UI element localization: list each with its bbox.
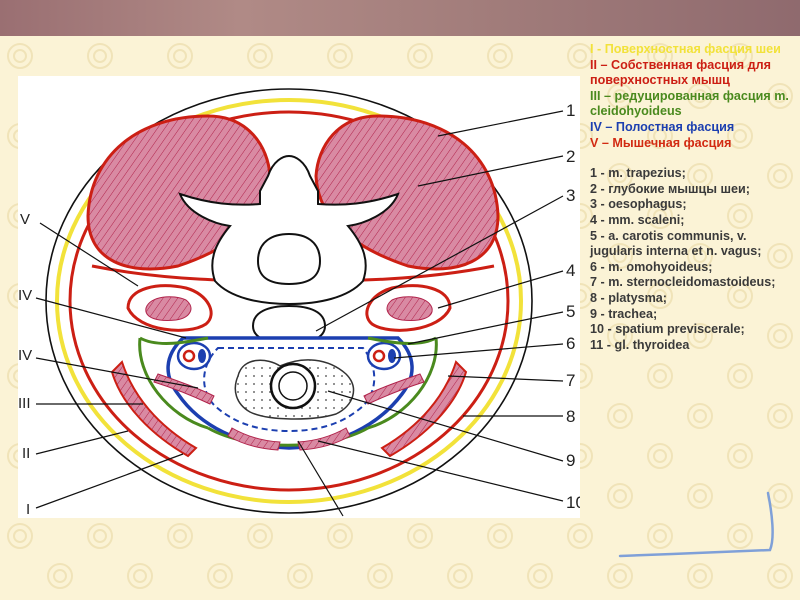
label-II: II (22, 445, 30, 462)
label-IV-lower: IV (18, 347, 32, 364)
legend-item-8: 8 - platysma; (590, 290, 667, 305)
labels-left: V IV IV III II I (18, 211, 32, 518)
legend-item-6: 6 - m. omohyoideus; (590, 259, 713, 274)
vertebral-canal (256, 232, 322, 286)
label-3: 3 (566, 186, 575, 205)
legend-item-3: 3 - oesophagus; (590, 197, 687, 212)
legend-item-2: 2 - глубокие мышцы шеи; (590, 181, 750, 196)
sternocleidomastoid-right (380, 360, 468, 458)
leader-lines-left (35, 222, 344, 517)
omohyoid-muscle-left (153, 373, 215, 405)
legend-fascia-2: II – Собственная фасция для поверхностны… (590, 57, 771, 88)
label-V: V (20, 211, 30, 228)
label-1: 1 (566, 101, 575, 120)
legend-fascia-5: V – Мышечная фасция (590, 135, 732, 150)
label-6: 6 (566, 334, 575, 353)
sternocleidomastoid-left (110, 360, 198, 458)
legend-fascia-4: IV – Полостная фасция (590, 119, 735, 134)
label-III: III (18, 395, 31, 412)
label-IV-upper: IV (18, 287, 32, 304)
scalene-inner-right (386, 296, 433, 321)
legend-item-10: 10 - spatium previscerale; (590, 322, 745, 337)
label-7: 7 (566, 371, 575, 390)
labels-right: 1 2 3 4 5 6 7 8 9 10 (566, 101, 585, 512)
legend-fascia-3: III – редуцированная фасция m. cleidohyo… (590, 88, 789, 119)
legend-item-1: 1 - m. trapezius; (590, 166, 686, 181)
label-9: 9 (566, 451, 575, 470)
legend-item-4: 4 - mm. scaleni; (590, 212, 685, 227)
label-2: 2 (566, 147, 575, 166)
legend-item-5: 5 - a. carotis communis, v. jugularis in… (590, 228, 762, 259)
label-5: 5 (566, 302, 575, 321)
proper-fascia-ring (68, 110, 510, 492)
reduced-fascia (138, 336, 438, 447)
omohyoid-muscle-right (363, 373, 425, 405)
top-decorative-band (0, 0, 800, 36)
legend: I - Поверхностная фасция шеи II – Собств… (590, 42, 795, 353)
infrahyoid-muscle-right (297, 427, 351, 451)
trapezius-muscle-right (314, 114, 500, 271)
vertebra (178, 154, 400, 306)
superficial-fascia-ring (55, 98, 523, 504)
trachea-lumen (278, 371, 308, 401)
leader-lines-right (315, 110, 564, 502)
label-10: 10 (566, 493, 580, 512)
legend-item-9: 9 - trachea; (590, 306, 658, 321)
decorative-pen-stroke (618, 491, 774, 558)
label-8: 8 (566, 407, 575, 426)
jugular-vein-right (388, 349, 396, 363)
infrahyoid-muscle-left (227, 427, 281, 451)
legend-item-7: 7 - m. sternocleidomastoideus; (590, 275, 776, 290)
neck-cross-section-diagram: 1 2 3 4 5 6 7 8 9 10 V IV IV III II I (18, 76, 585, 518)
legend-fascia-1: I - Поверхностная фасция шеи (590, 42, 781, 56)
label-4: 4 (566, 261, 575, 280)
label-I: I (26, 501, 30, 518)
scalene-inner-left (145, 296, 192, 321)
neck-cross-section-svg: 1 2 3 4 5 6 7 8 9 10 V IV IV III II I (18, 88, 585, 518)
carotid-artery-left (182, 349, 196, 363)
legend-item-11: 11 - gl. thyroidea (590, 337, 690, 352)
legend-gap (590, 151, 795, 166)
carotid-artery-right (372, 349, 386, 363)
jugular-vein-left (198, 349, 206, 363)
